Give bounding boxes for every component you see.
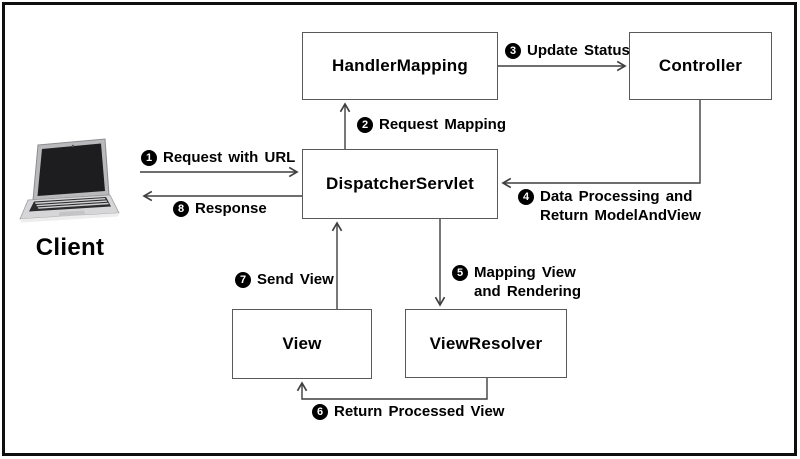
step-3-badge: 3: [505, 43, 521, 59]
box-dispatcher-servlet-label: DispatcherServlet: [326, 174, 474, 193]
step-4-text-line1: Data Processing and: [540, 188, 693, 205]
step-7-label: 7 Send View: [235, 271, 334, 289]
arrow-step6-return-processed-view: [296, 378, 488, 400]
step-3-text: Update Status: [527, 42, 630, 59]
step-4-label: 4 Data Processing and Return ModelAndVie…: [518, 188, 701, 224]
box-view-resolver: ViewResolver: [405, 309, 567, 378]
step-8-text: Response: [195, 200, 267, 217]
step-2-badge: 2: [357, 117, 373, 133]
step-7-text: Send View: [257, 271, 334, 288]
client-figure: [18, 138, 122, 243]
step-5-text-line1: Mapping View: [474, 264, 576, 281]
box-view: View: [232, 309, 372, 379]
box-view-resolver-label: ViewResolver: [429, 333, 543, 353]
step-2-label: 2 Request Mapping: [357, 116, 507, 134]
step-6-text: Return Processed View: [334, 403, 505, 420]
step-1-badge: 1: [141, 150, 157, 166]
box-controller-label: Controller: [658, 56, 743, 75]
step-1-label: 1 Request with URL: [141, 149, 296, 167]
box-handler-mapping-label: HandlerMapping: [332, 56, 468, 75]
step-4-badge: 4: [518, 189, 534, 205]
client-label: Client: [35, 234, 105, 261]
step-6-badge: 6: [312, 404, 328, 420]
step-8-badge: 8: [173, 201, 189, 217]
box-handler-mapping: HandlerMapping: [302, 32, 498, 100]
step-6-label: 6 Return Processed View: [312, 403, 505, 421]
step-5-text-line2: and Rendering: [474, 282, 582, 300]
laptop-icon: [19, 138, 120, 223]
box-controller: Controller: [629, 32, 772, 100]
arrow-step4-return-modelandview: [501, 100, 701, 189]
step-8-label: 8 Response: [173, 200, 267, 218]
step-4-text-line2: Return ModelAndView: [540, 206, 701, 224]
step-1-text: Request with URL: [163, 149, 296, 166]
step-5-label: 5 Mapping View and Rendering: [452, 264, 582, 300]
step-3-label: 3 Update Status: [505, 42, 630, 60]
step-5-badge: 5: [452, 265, 468, 281]
step-2-text: Request Mapping: [379, 116, 507, 133]
box-dispatcher-servlet: DispatcherServlet: [302, 149, 498, 219]
step-7-badge: 7: [235, 272, 251, 288]
box-view-label: View: [282, 334, 322, 353]
